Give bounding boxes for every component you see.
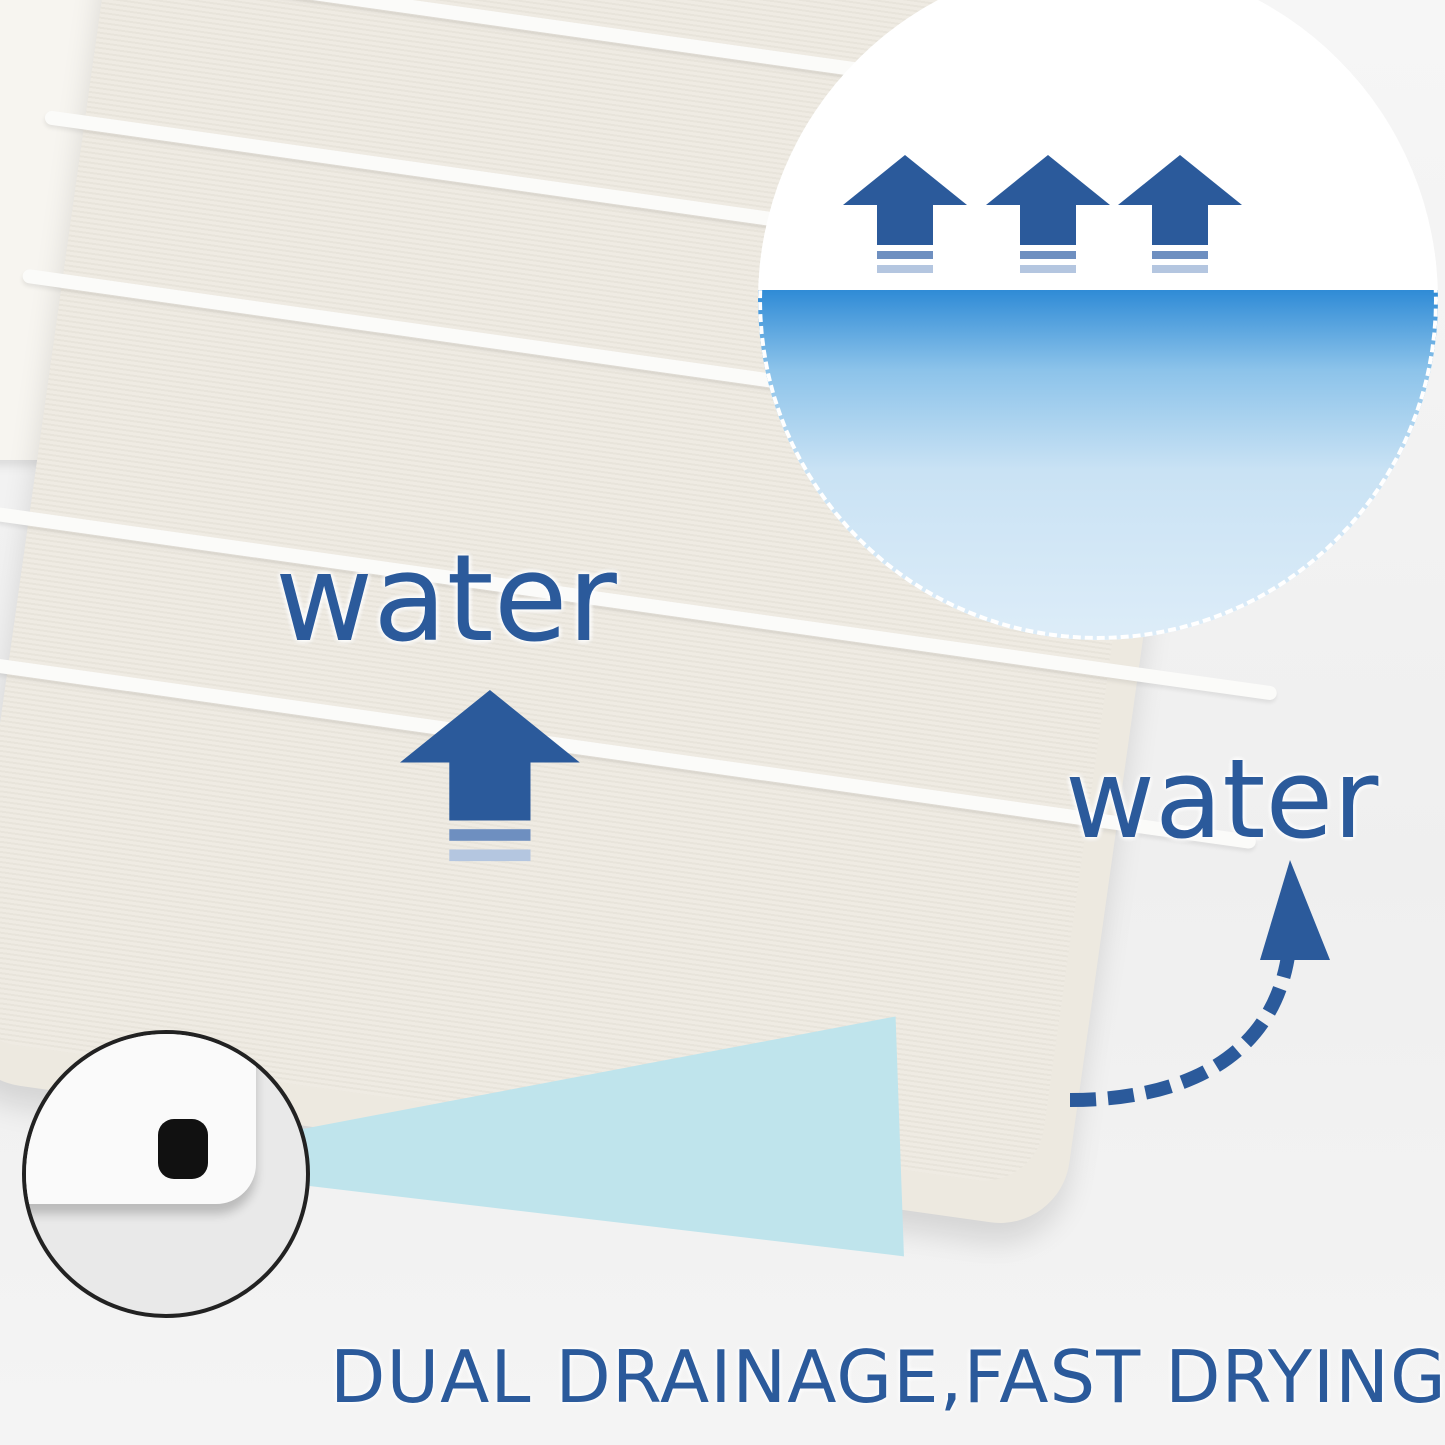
foot-detail-inset [22, 1030, 310, 1318]
up-arrow-icon [400, 690, 580, 862]
rubber-foot-icon [158, 1119, 208, 1179]
curved-arrow-icon [1069, 860, 1330, 1107]
headline: DUAL DRAINAGE,FAST DRYING [330, 1335, 1445, 1419]
water-label-left: water [275, 530, 617, 669]
dashed-border [758, 0, 1438, 640]
water-bubble [758, 0, 1438, 640]
water-label-right: water [1065, 735, 1379, 863]
mat-corner [26, 1034, 256, 1204]
